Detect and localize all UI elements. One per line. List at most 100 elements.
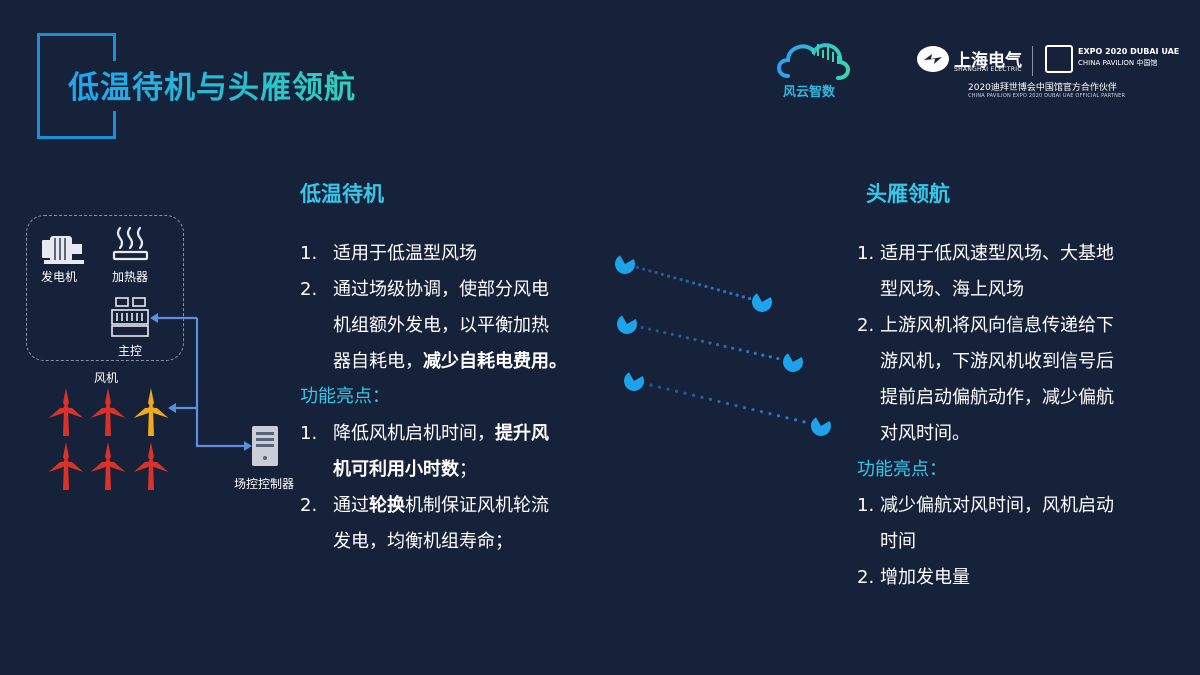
heater-icon [112,226,149,261]
signal-dot [723,344,727,349]
server-icon [252,426,278,466]
turbine-unit-box [26,215,184,361]
signal-dot [649,383,653,387]
signal-dot [717,399,721,404]
signal-dot [729,291,733,295]
signal-dot [761,353,765,357]
right-highlight-list: 1. 减少偏航对风时间，风机启动 时间 2. 增加发电量 [857,488,1157,596]
signal-dot [700,395,704,399]
left-section-title: 低温待机 [300,182,384,206]
signal-dot [642,267,646,271]
main-control-label: 主控 [118,344,143,358]
signal-dot [716,288,721,292]
signal-dot [735,293,739,297]
signal-dot [704,284,708,289]
signal-dot [723,290,727,294]
signal-dot [708,341,712,345]
signal-dot [666,274,671,278]
signal-dot [747,296,752,301]
yaw-sector-icon [615,255,635,274]
signal-dot [759,410,764,414]
signal-dot [635,265,640,270]
signal-dot [746,350,750,354]
signal-dot [666,387,670,391]
signal-dot [657,385,662,389]
left-highlight-list: 1. 降低风机启机时间，提升风 机可利用小时数； 2. 通过轮换机制保证风机轮流… [300,416,600,560]
shanghai-electric-icon [917,46,949,72]
logo-divider [1032,46,1033,76]
yaw-sector-icon [624,372,644,391]
expo-line1: EXPO 2020 DUBAI UAE [1078,47,1180,56]
wind-turbine-icon [48,388,84,436]
signal-dot [691,281,696,285]
signal-dot [710,286,714,290]
signal-dot [679,277,683,282]
signal-dot [700,339,705,343]
signal-dot [776,414,781,418]
signal-dot [738,348,742,352]
turbine-group [48,388,169,490]
signal-dot [753,351,757,355]
list-item: 1. 适用于低风速型风场、大基地 型风场、海上风场 [857,243,1114,300]
shanghai-electric-en: SHANGHAI ELECTRIC [954,66,1022,73]
main-control-icon [111,297,149,337]
yaw-sector-icon [752,293,772,312]
partner-text-en: CHINA PAVILION EXPO 2020 DUBAI UAE OFFIC… [968,93,1126,99]
wind-turbine-icon [90,388,126,436]
signal-dot [678,334,682,338]
yaw-sector-icon [811,417,831,437]
right-highlight-title: 功能亮点： [857,459,947,480]
right-section-title: 头雁领航 [866,182,950,206]
signal-dot [654,271,658,275]
signal-dot [715,343,720,347]
signal-dot [673,276,677,280]
list-item: 1. 降低风机启机时间，提升风 机可利用小时数； [300,423,549,480]
signal-dot [731,346,735,350]
right-list: 1. 适用于低风速型风场、大基地 型风场、海上风场 2. 上游风机将风向信息传递… [857,236,1157,452]
partner-text-cn: 2020迪拜世博会中国馆官方合作伙伴 [968,83,1117,93]
fengyun-logo-text: 风云智数 [783,85,836,100]
yaw-sector-icon [783,353,803,372]
generator-label: 发电机 [41,270,78,284]
signal-dot [674,389,679,393]
signal-dot [648,327,652,331]
list-item: 2. 增加发电量 [857,567,970,588]
signal-dot [768,355,772,359]
signal-dot [734,403,738,408]
signal-dot [685,336,689,340]
heater-label: 加热器 [112,270,149,284]
signal-dot [751,408,755,412]
signal-dot [670,332,674,336]
list-item: 2. 通过轮换机制保证风机轮流 发电，均衡机组寿命； [300,495,549,552]
signal-dot [640,325,644,330]
expo-pavilion-icon [1045,45,1073,73]
signal-dot [693,337,697,342]
signal-dot [725,401,730,406]
generator-icon [42,236,84,264]
list-item: 1. 适用于低温型风场 [300,243,477,264]
list-item: 2. 上游风机将风向信息传递给下 游风机，下游风机收到信号后 提前启动偏航动作，… [857,315,1114,444]
list-item: 2. 通过场级协调，使部分风电 机组额外发电，以平衡加热 器自耗电，减少自耗电费… [300,279,567,372]
yaw-pairs [615,255,831,437]
signal-dot [768,412,772,416]
turbines-label: 风机 [94,371,119,385]
signal-dot [793,418,798,422]
wind-turbine-icon [133,388,169,436]
wind-turbine-icon [90,442,126,490]
wind-turbine-icon [48,442,84,490]
wind-turbine-icon [133,442,169,490]
signal-dot [802,420,806,424]
signal-dot [685,279,689,283]
fengyun-logo-icon [777,43,850,80]
signal-dot [663,331,667,335]
expo-line2: CHINA PAVILION 中国馆 [1078,59,1158,67]
title-frame [37,33,116,139]
left-list: 1. 适用于低温型风场 2. 通过场级协调，使部分风电 机组额外发电，以平衡加热… [300,236,600,380]
standby-diagram [42,226,278,490]
signal-dot [683,391,687,395]
yaw-sector-icon [616,315,637,334]
signal-dot [742,405,747,410]
signal-dot [648,269,652,273]
farm-controller-label: 场控控制器 [234,477,295,491]
signal-dot [660,272,664,276]
